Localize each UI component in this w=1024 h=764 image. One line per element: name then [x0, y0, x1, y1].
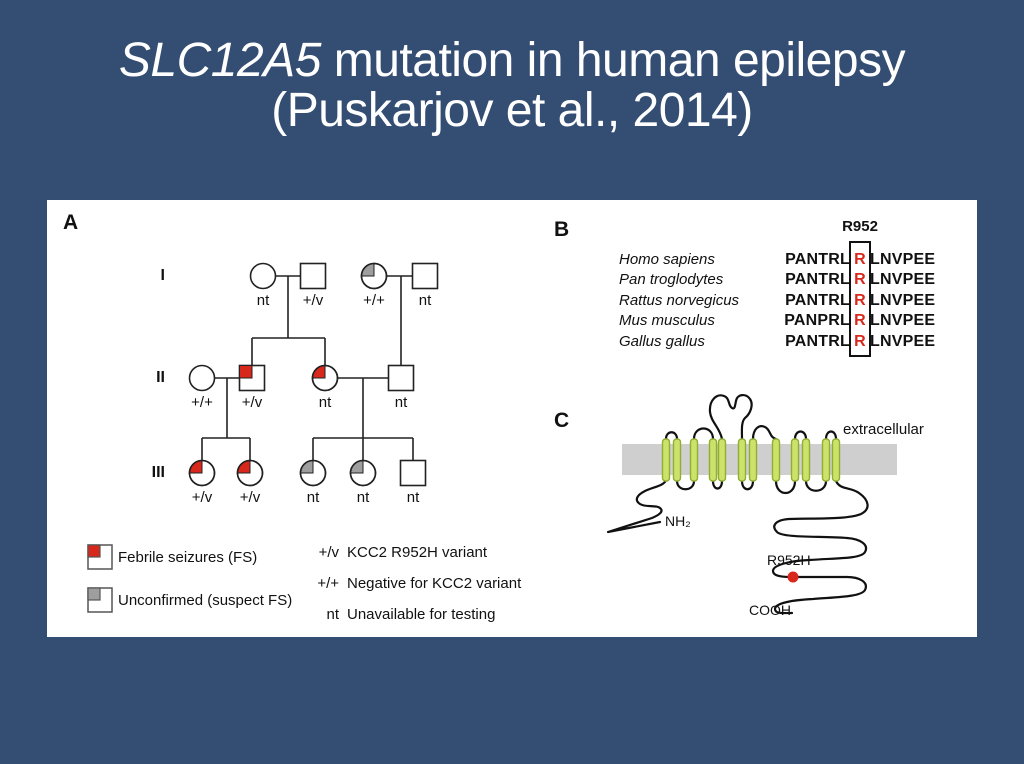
- tm-segment: [771, 438, 781, 482]
- genotype-label: nt: [418, 292, 432, 309]
- variant-label: R952H: [767, 552, 811, 568]
- genotype-label: nt: [306, 489, 320, 506]
- pedigree-individual-III-2: [236, 459, 264, 487]
- legend-genotype-symbol: +/+: [317, 575, 339, 592]
- variant-dot: [787, 571, 799, 583]
- genotype-label: +/+: [363, 292, 385, 309]
- tm-segment: [661, 438, 671, 482]
- generation-label-i: I: [160, 267, 165, 284]
- legend-genotype-symbol: +/v: [318, 544, 339, 561]
- tm-segment: [717, 438, 727, 482]
- species-name: Pan troglodytes: [619, 271, 724, 288]
- sequence-residue-r952: R: [854, 333, 866, 350]
- tm-segment: [821, 438, 831, 482]
- genotype-label: +/v: [239, 489, 261, 506]
- generation-label-ii: II: [156, 369, 165, 386]
- pedigree-individual-III-5: [399, 459, 427, 487]
- sequence-residue-r952: R: [854, 251, 866, 268]
- figure-svg: [87, 241, 897, 615]
- alignment-residue-box: [849, 241, 871, 357]
- pedigree-individual-I-1: [249, 262, 277, 290]
- genotype-label: +/v: [302, 292, 324, 309]
- figure-panel: A B C I II III nt +/v +/+ nt +/+ +/v nt …: [47, 200, 977, 637]
- slide-title: SLC12A5 mutation in human epilepsy (Pusk…: [0, 36, 1024, 136]
- species-name: Homo sapiens: [619, 251, 715, 268]
- species-name: Mus musculus: [619, 312, 715, 329]
- sequence-suffix: LNVPEE: [870, 292, 936, 309]
- pedigree-diagram: [188, 262, 439, 487]
- legend-genotype-symbol: nt: [326, 606, 339, 623]
- genotype-label: nt: [394, 394, 408, 411]
- species-name: Gallus gallus: [619, 333, 705, 350]
- residue-position-label: R952: [842, 218, 878, 235]
- legend-genotype-description: Unavailable for testing: [347, 606, 496, 623]
- pedigree-individual-I-2: [299, 262, 327, 290]
- pedigree-individual-III-4: [349, 459, 377, 487]
- topology-diagram: [606, 394, 897, 615]
- sequence-suffix: LNVPEE: [870, 312, 936, 329]
- legend-genotype-description: KCC2 R952H variant: [347, 544, 488, 561]
- legend-symbol-unconfirmed: [87, 587, 113, 613]
- gene-name: SLC12A5: [118, 34, 321, 87]
- n-terminus-label: NH₂: [665, 513, 691, 529]
- pedigree-individual-I-3: [360, 262, 388, 290]
- sequence-suffix: LNVPEE: [870, 251, 936, 268]
- pedigree-individual-II-4: [387, 364, 415, 392]
- protein-backbone-path: [606, 394, 869, 615]
- tm-segment: [672, 438, 682, 482]
- legend-label-unconfirmed: Unconfirmed (suspect FS): [118, 592, 293, 609]
- extracellular-label: extracellular: [843, 421, 924, 438]
- genotype-label: +/+: [191, 394, 213, 411]
- pedigree-individual-II-3: [311, 364, 339, 392]
- tm-segment: [737, 438, 747, 482]
- genotype-label: nt: [356, 489, 370, 506]
- tm-segments: [661, 438, 841, 482]
- sequence-suffix: LNVPEE: [870, 333, 936, 350]
- sequence-residue-r952: R: [854, 312, 866, 329]
- tm-segment: [801, 438, 811, 482]
- tm-segment: [748, 438, 758, 482]
- genotype-label: nt: [318, 394, 332, 411]
- pedigree-individual-I-4: [411, 262, 439, 290]
- title-line-2: (Puskarjov et al., 2014): [271, 84, 753, 137]
- title-line-1: SLC12A5 mutation in human epilepsy: [0, 36, 1024, 86]
- panel-b-label: B: [554, 218, 570, 241]
- sequence-prefix: PANTRL: [785, 333, 850, 350]
- panel-c-label: C: [554, 409, 570, 432]
- sequence-residue-r952: R: [854, 292, 866, 309]
- sequence-residue-r952: R: [854, 271, 866, 288]
- sequence-prefix: PANTRL: [785, 271, 850, 288]
- sequence-suffix: LNVPEE: [870, 271, 936, 288]
- tm-segment: [689, 438, 699, 482]
- species-name: Rattus norvegicus: [619, 292, 740, 309]
- tm-segment: [790, 438, 800, 482]
- sequence-prefix: PANTRL: [785, 292, 850, 309]
- panel-a-label: A: [63, 211, 79, 234]
- sequence-prefix: PANPRL: [784, 312, 850, 329]
- legend-symbol-febrile: [87, 544, 113, 570]
- legend-label-febrile: Febrile seizures (FS): [118, 549, 258, 566]
- pedigree-lines: [201, 275, 414, 461]
- genotype-label: +/v: [191, 489, 213, 506]
- c-terminus-label: COOH: [749, 602, 791, 618]
- pedigree-individual-III-3: [299, 459, 327, 487]
- genotype-label: nt: [406, 489, 420, 506]
- legend-genotype-description: Negative for KCC2 variant: [347, 575, 522, 592]
- tm-segment: [831, 438, 841, 482]
- pedigree-individual-III-1: [188, 459, 216, 487]
- genotype-label: +/v: [241, 394, 263, 411]
- title-rest: mutation in human epilepsy: [320, 34, 906, 87]
- pedigree-individual-II-2: [238, 364, 266, 392]
- sequence-prefix: PANTRL: [785, 251, 850, 268]
- tm-segment: [708, 438, 718, 482]
- genotype-label: nt: [256, 292, 270, 309]
- pedigree-individual-II-1: [188, 364, 216, 392]
- generation-label-iii: III: [151, 464, 165, 481]
